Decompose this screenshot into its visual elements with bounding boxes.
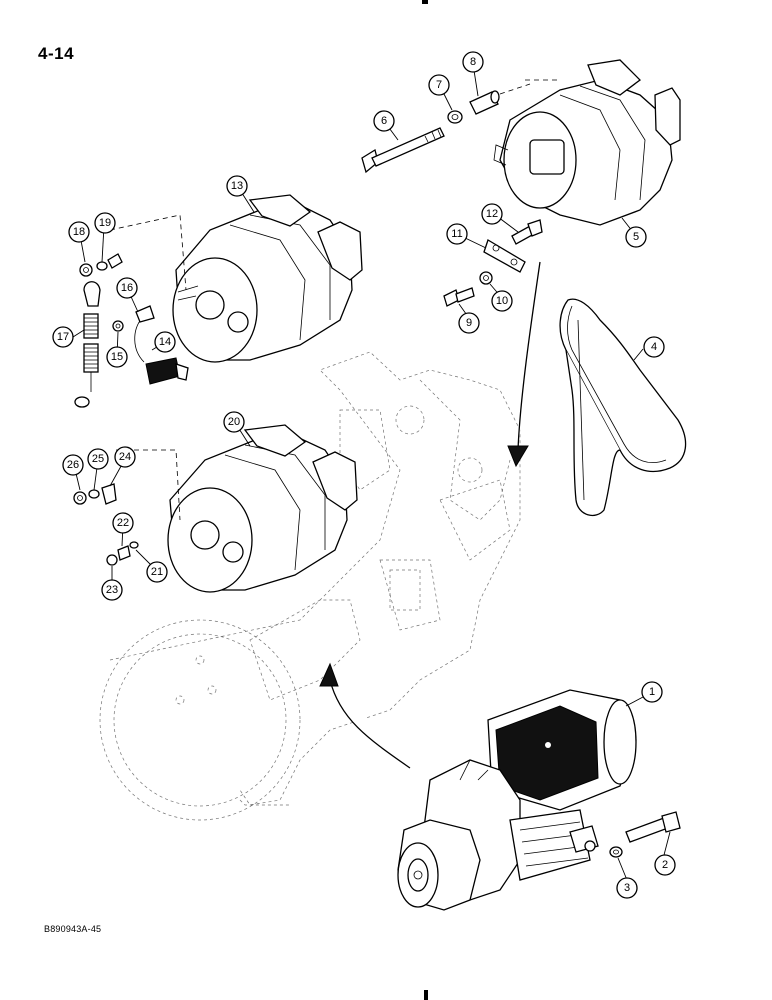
callout-12: 12 bbox=[481, 203, 503, 225]
svg-text:19: 19 bbox=[99, 217, 111, 229]
svg-text:10: 10 bbox=[496, 295, 508, 307]
svg-text:7: 7 bbox=[436, 79, 442, 91]
svg-text:12: 12 bbox=[486, 208, 498, 220]
callout-22: 22 bbox=[112, 512, 134, 534]
starter-motor-1 bbox=[397, 689, 637, 911]
nut-10 bbox=[479, 271, 493, 285]
svg-text:4: 4 bbox=[651, 341, 657, 353]
callout-7: 7 bbox=[428, 74, 450, 96]
washer-25 bbox=[88, 489, 100, 499]
callout-19: 19 bbox=[94, 212, 116, 234]
arrow-head-upper bbox=[507, 445, 529, 468]
bolt-9 bbox=[443, 287, 475, 307]
callout-23: 23 bbox=[101, 579, 123, 601]
bolt-6 bbox=[361, 127, 445, 174]
callout-20: 20 bbox=[223, 411, 245, 433]
callout-5: 5 bbox=[625, 226, 647, 248]
top-edge-mark bbox=[422, 0, 428, 4]
callout-6: 6 bbox=[373, 110, 395, 132]
callout-8: 8 bbox=[462, 51, 484, 73]
nut-23 bbox=[106, 554, 118, 566]
svg-text:1: 1 bbox=[649, 686, 655, 698]
bolt-12 bbox=[511, 219, 543, 245]
callout-10: 10 bbox=[491, 290, 513, 312]
svg-text:26: 26 bbox=[67, 459, 79, 471]
callout-24: 24 bbox=[114, 446, 136, 468]
washer-7 bbox=[447, 110, 463, 124]
svg-text:25: 25 bbox=[92, 453, 104, 465]
svg-text:2: 2 bbox=[662, 859, 668, 871]
callout-4: 4 bbox=[643, 336, 665, 358]
svg-text:11: 11 bbox=[451, 228, 462, 240]
engine-block-ghost bbox=[99, 351, 521, 821]
callout-11: 11 bbox=[446, 223, 468, 245]
callout-25: 25 bbox=[87, 448, 109, 470]
callout-17: 17 bbox=[52, 326, 74, 348]
callout-26: 26 bbox=[62, 454, 84, 476]
sleeve-alignment-line bbox=[499, 83, 531, 95]
arrow-head-lower bbox=[319, 662, 339, 687]
washer-19 bbox=[96, 253, 123, 271]
boot-cable-17 bbox=[74, 281, 101, 408]
svg-text:5: 5 bbox=[633, 231, 639, 243]
alternator-13 bbox=[172, 194, 363, 363]
washer-22 bbox=[117, 545, 131, 561]
svg-text:9: 9 bbox=[466, 317, 472, 329]
svg-text:23: 23 bbox=[106, 584, 118, 596]
callout-21: 21 bbox=[146, 561, 168, 583]
svg-text:18: 18 bbox=[73, 226, 85, 238]
arrow-to-engine bbox=[329, 679, 411, 769]
washer-3 bbox=[609, 846, 623, 858]
callout-14: 14 bbox=[154, 331, 176, 353]
sleeve-8 bbox=[469, 90, 500, 115]
svg-text:17: 17 bbox=[57, 331, 69, 343]
alternator-20 bbox=[167, 424, 358, 593]
wire-route-13 bbox=[109, 214, 187, 291]
page-number: 4-14 bbox=[38, 44, 75, 63]
alternator-5 bbox=[493, 59, 681, 226]
nut-15 bbox=[112, 320, 124, 332]
callout-13: 13 bbox=[226, 175, 248, 197]
callout-3: 3 bbox=[616, 877, 638, 899]
svg-text:14: 14 bbox=[159, 336, 171, 348]
callout-16: 16 bbox=[116, 277, 138, 299]
terminal-16 bbox=[135, 305, 155, 323]
callout-2: 2 bbox=[654, 854, 676, 876]
svg-text:3: 3 bbox=[624, 882, 630, 894]
figure-code: B890943A-45 bbox=[44, 924, 102, 934]
bracket-plate-11 bbox=[483, 239, 526, 273]
svg-text:20: 20 bbox=[228, 416, 240, 428]
callout-1: 1 bbox=[641, 681, 663, 703]
wire-route-20 bbox=[116, 449, 181, 521]
nut-21 bbox=[129, 541, 139, 549]
svg-text:16: 16 bbox=[121, 282, 133, 294]
nut-26 bbox=[73, 491, 87, 505]
svg-text:24: 24 bbox=[119, 451, 131, 463]
drive-belt-4 bbox=[559, 298, 687, 517]
callout-9: 9 bbox=[458, 312, 480, 334]
bottom-edge-mark bbox=[424, 990, 428, 1000]
callout-15: 15 bbox=[106, 346, 128, 368]
svg-text:15: 15 bbox=[111, 351, 123, 363]
svg-text:6: 6 bbox=[381, 115, 387, 127]
arrow-to-alternator-5 bbox=[517, 261, 541, 451]
terminal-24 bbox=[101, 483, 117, 505]
bolt-2 bbox=[625, 811, 681, 843]
nut-18 bbox=[79, 263, 93, 277]
svg-text:21: 21 bbox=[151, 566, 163, 578]
callout-18: 18 bbox=[68, 221, 90, 243]
svg-text:22: 22 bbox=[117, 517, 129, 529]
svg-text:8: 8 bbox=[470, 56, 476, 68]
svg-text:13: 13 bbox=[231, 180, 243, 192]
